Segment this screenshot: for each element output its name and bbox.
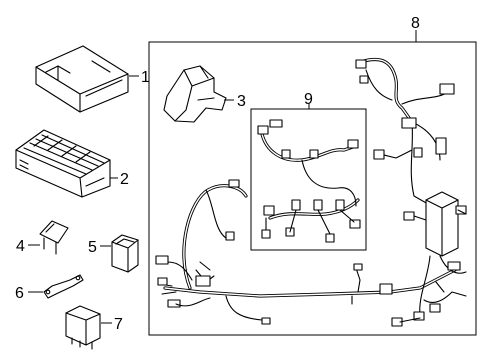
part-8-harness bbox=[155, 57, 467, 327]
callout-1: 1 bbox=[141, 69, 150, 86]
callout-4: 4 bbox=[16, 238, 25, 255]
callout-9: 9 bbox=[304, 91, 313, 108]
callout-2: 2 bbox=[120, 171, 129, 188]
part-6-fusible-link bbox=[43, 274, 84, 299]
callout-6: 6 bbox=[15, 285, 24, 302]
part-9-harness bbox=[257, 119, 361, 243]
part-1-control-module bbox=[35, 45, 129, 113]
part-4-fuse bbox=[39, 220, 69, 255]
callout-5: 5 bbox=[88, 239, 97, 256]
part-2-fuse-box bbox=[15, 129, 111, 198]
part-5-relay bbox=[111, 234, 139, 273]
callout-3: 3 bbox=[237, 93, 246, 110]
part-8-frame bbox=[148, 41, 477, 336]
callout-7: 7 bbox=[114, 316, 123, 333]
part-3-bracket bbox=[163, 65, 227, 123]
part-7-relay bbox=[65, 305, 101, 350]
callout-8: 8 bbox=[411, 15, 420, 32]
